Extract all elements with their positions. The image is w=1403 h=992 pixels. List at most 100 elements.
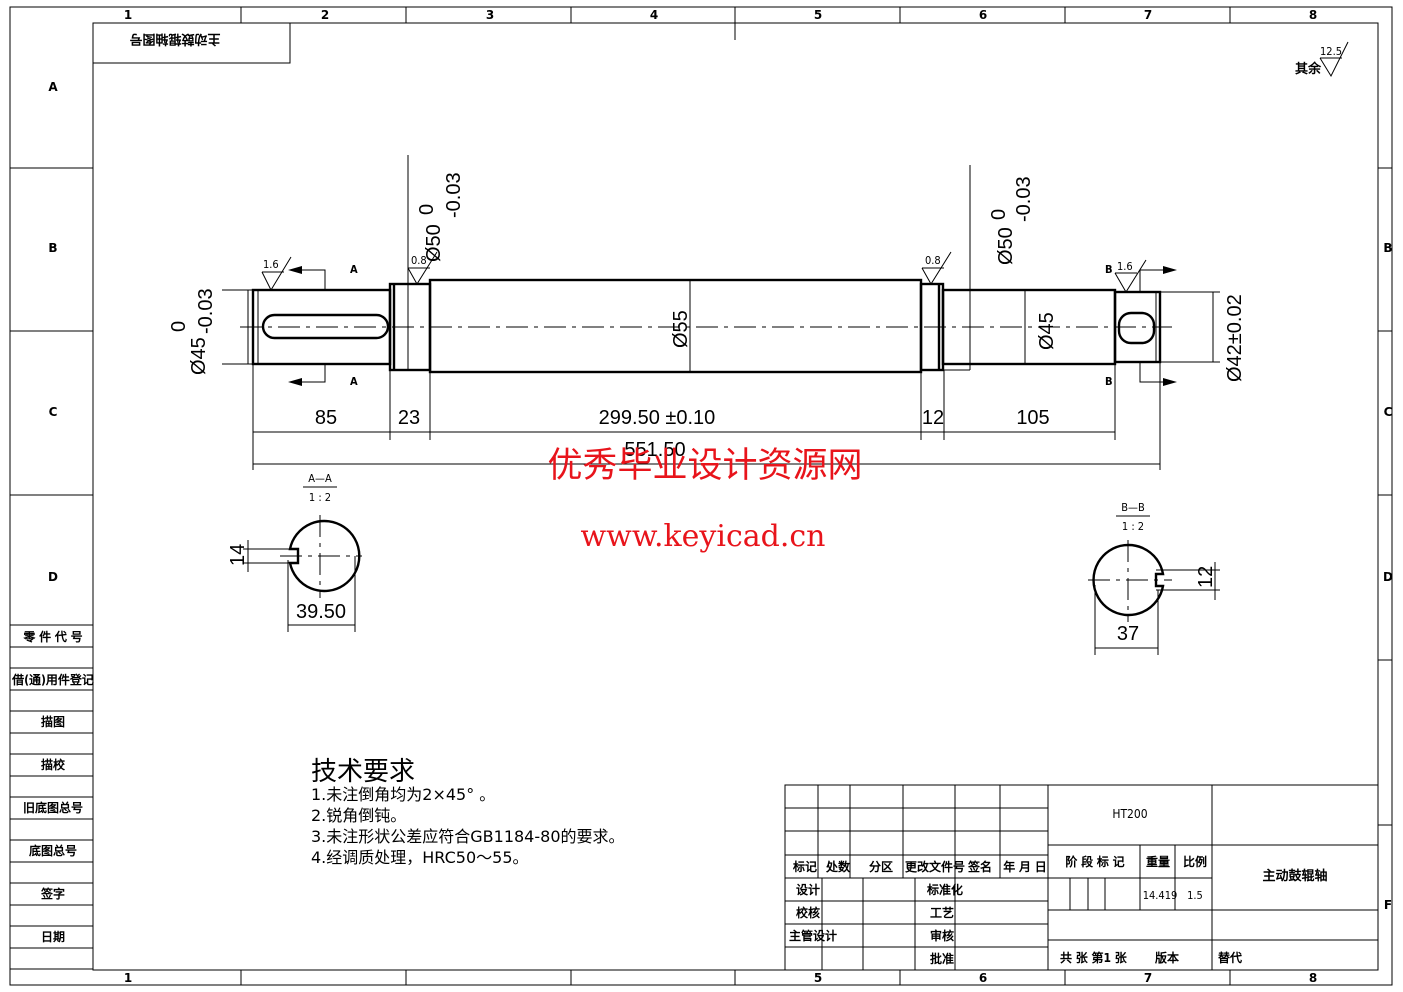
svg-text:-0.03: -0.03 xyxy=(1013,176,1035,222)
svg-text:B: B xyxy=(1105,263,1113,276)
svg-text:0: 0 xyxy=(416,204,438,215)
corner-label: 主动鼓辊轴图号 xyxy=(129,31,220,47)
zone-label: F xyxy=(1384,898,1392,912)
part-name: 主动鼓辊轴 xyxy=(1262,868,1327,884)
svg-text:Ø50: Ø50 xyxy=(995,227,1017,265)
zone-label: 6 xyxy=(979,8,987,22)
svg-text:替代: 替代 xyxy=(1218,950,1242,965)
watermark: 优秀毕业设计资源网 www.keyicad.cn xyxy=(547,446,862,554)
svg-text:37: 37 xyxy=(1117,623,1139,645)
svg-text:A: A xyxy=(350,263,358,276)
zone-label: B xyxy=(1383,241,1392,255)
zone-label: C xyxy=(49,405,58,419)
svg-text:B: B xyxy=(1105,375,1113,388)
scale-value: 1.5 xyxy=(1187,889,1203,902)
svg-text:更改文件号: 更改文件号 xyxy=(905,859,965,874)
svg-text:重量: 重量 xyxy=(1146,854,1170,869)
dim-length: 299.50 ±0.10 xyxy=(599,407,716,429)
zone-label: 7 xyxy=(1144,8,1152,22)
svg-text:Ø42±0.02: Ø42±0.02 xyxy=(1224,294,1246,382)
strip-label: 签字 xyxy=(40,886,65,901)
strip-label: 描校 xyxy=(41,757,66,772)
svg-text:14: 14 xyxy=(227,544,249,566)
svg-text:12: 12 xyxy=(1195,566,1217,588)
svg-text:A—A: A—A xyxy=(308,472,332,485)
svg-text:1 : 2: 1 : 2 xyxy=(309,491,331,504)
dimensions: 85 23 299.50 ±0.10 12 105 551.50 Ø45 0 -… xyxy=(168,155,1246,470)
general-roughness-symbol: 其余 12.5 xyxy=(1295,41,1349,78)
strip-label: 旧底图总号 xyxy=(23,800,83,815)
zone-labels-top: 1 2 3 4 5 6 7 8 xyxy=(124,8,1317,22)
left-strip-table: 零 件 代 号 借(通)用件登记 描图 描校 旧底图总号 底图总号 签字 日期 xyxy=(10,624,94,970)
zone-label: 1 xyxy=(124,971,132,985)
zone-labels-bottom: 1 5 6 7 8 xyxy=(124,971,1317,985)
svg-text:标准化: 标准化 xyxy=(926,882,963,897)
zone-labels-side: A B C D B C D F xyxy=(48,80,1393,912)
dim-total-length: 551.50 xyxy=(624,439,685,461)
strip-label: 零 件 代 号 xyxy=(22,629,82,644)
tech-req-item: 1.未注倒角均为2×45° 。 xyxy=(311,785,495,804)
section-markers: A A B B xyxy=(288,263,1177,388)
material: HT200 xyxy=(1112,807,1147,821)
svg-text:校核: 校核 xyxy=(796,905,820,920)
zone-label: B xyxy=(48,241,57,255)
corner-drawing-number-box: 主动鼓辊轴图号 xyxy=(92,22,291,64)
svg-text:1.6: 1.6 xyxy=(263,258,279,271)
weight-value: 14.419 xyxy=(1143,889,1178,902)
svg-text:其余: 其余 xyxy=(1295,61,1322,77)
shaft-main-view xyxy=(240,278,1172,374)
svg-text:12.5: 12.5 xyxy=(1320,45,1342,58)
svg-text:Ø45: Ø45 xyxy=(1036,312,1058,350)
zone-label: C xyxy=(1384,405,1393,419)
zone-label: 5 xyxy=(814,971,822,985)
zone-label: 1 xyxy=(124,8,132,22)
svg-text:-0.03: -0.03 xyxy=(195,288,217,334)
zone-label: 3 xyxy=(486,8,494,22)
svg-text:Ø50: Ø50 xyxy=(423,224,445,262)
svg-text:设计: 设计 xyxy=(796,882,820,897)
zone-label: A xyxy=(48,80,58,94)
svg-text:处数: 处数 xyxy=(825,859,851,874)
svg-text:签名: 签名 xyxy=(967,859,992,874)
svg-text:0.8: 0.8 xyxy=(411,254,427,267)
section-a-a: A—A 1 : 2 14 39.50 xyxy=(227,472,362,632)
tech-req-item: 3.未注形状公差应符合GB1184-80的要求。 xyxy=(311,827,625,846)
svg-text:-0.03: -0.03 xyxy=(443,172,465,218)
zone-label: 8 xyxy=(1309,971,1317,985)
zone-label: 7 xyxy=(1144,971,1152,985)
svg-text:分区: 分区 xyxy=(869,859,893,874)
svg-text:0: 0 xyxy=(168,321,190,332)
zone-label: 5 xyxy=(814,8,822,22)
dim-length: 85 xyxy=(315,407,337,429)
zone-label: 6 xyxy=(979,971,987,985)
svg-text:1 : 2: 1 : 2 xyxy=(1122,520,1144,533)
svg-text:版本: 版本 xyxy=(1155,950,1179,965)
technical-requirements: 技术要求 1.未注倒角均为2×45° 。 2.锐角倒钝。 3.未注形状公差应符合… xyxy=(311,757,625,867)
tech-req-item: 2.锐角倒钝。 xyxy=(311,806,406,825)
dim-length: 23 xyxy=(398,407,420,429)
svg-text:标记: 标记 xyxy=(792,859,817,874)
zone-label: 4 xyxy=(650,8,658,22)
svg-text:B—B: B—B xyxy=(1121,501,1145,514)
watermark-url: www.keyicad.cn xyxy=(580,519,825,554)
section-b-b: B—B 1 : 2 12 37 xyxy=(1088,501,1220,655)
roughness-symbols: 1.6 0.8 0.8 1.6 xyxy=(261,251,1147,293)
drawing-frame xyxy=(9,6,1393,986)
svg-text:共 张 第1 张: 共 张 第1 张 xyxy=(1060,950,1128,965)
title-block: HT200 主动鼓辊轴 标记 处数 分区 更改文件号 签名 年 月 日 设计 校… xyxy=(784,784,1379,971)
tech-req-item: 4.经调质处理，HRC50～55。 xyxy=(311,848,529,867)
svg-text:Ø45: Ø45 xyxy=(188,337,210,375)
zone-label: D xyxy=(48,570,58,584)
strip-label: 描图 xyxy=(41,714,65,729)
zone-label: 2 xyxy=(321,8,329,22)
svg-text:0: 0 xyxy=(988,209,1010,220)
svg-text:年 月 日: 年 月 日 xyxy=(1003,859,1047,874)
svg-text:工艺: 工艺 xyxy=(930,905,954,920)
strip-label: 借(通)用件登记 xyxy=(11,672,94,687)
svg-text:审核: 审核 xyxy=(930,928,954,943)
svg-text:阶 段 标 记: 阶 段 标 记 xyxy=(1065,854,1124,869)
zone-label: D xyxy=(1383,570,1393,584)
svg-text:比例: 比例 xyxy=(1183,854,1207,869)
